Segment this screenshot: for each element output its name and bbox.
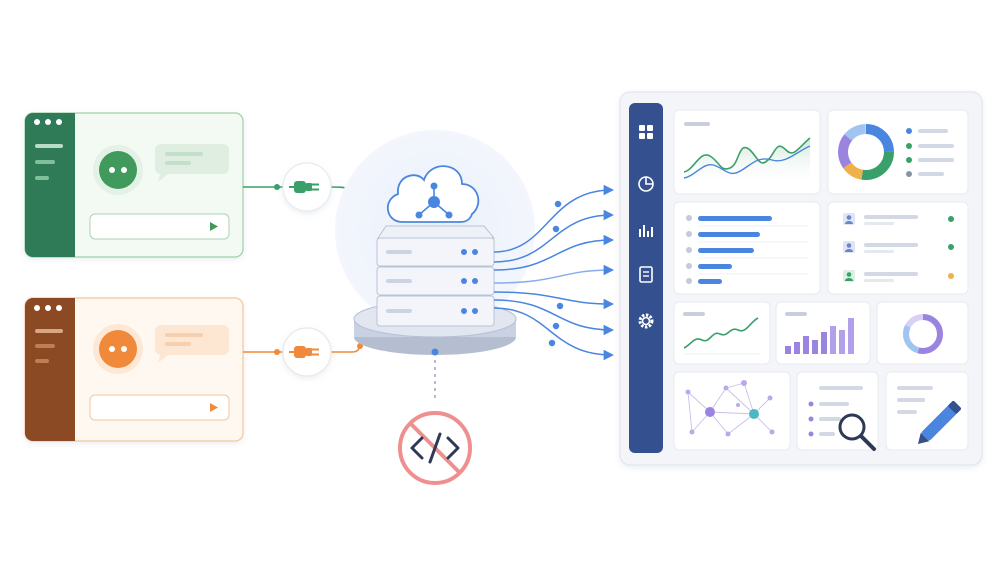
user-icon	[843, 241, 855, 253]
window-dot-icon	[56, 119, 62, 125]
user-list-widget[interactable]	[827, 201, 969, 295]
status-light-icon	[431, 348, 439, 356]
ring-chart-icon	[903, 314, 943, 354]
window-dot-icon	[45, 305, 51, 311]
no-code-icon	[398, 411, 472, 485]
grid-icon[interactable]	[639, 125, 653, 139]
sidebar-line	[35, 176, 49, 180]
network-graph-icon	[685, 380, 775, 437]
line-chart-widget[interactable]	[673, 109, 821, 195]
sparkline-icon	[683, 317, 759, 349]
send-icon[interactable]	[210, 403, 218, 412]
chat-bubble	[155, 325, 229, 363]
column-chart-widget[interactable]	[775, 301, 871, 365]
green-app-window	[24, 112, 244, 258]
chat-bubble	[155, 144, 229, 182]
sidebar-line	[35, 160, 55, 164]
orange-app-window	[24, 297, 244, 442]
chat-bot-face-icon	[93, 324, 143, 374]
window-dot-icon	[34, 305, 40, 311]
donut-chart-icon	[838, 124, 894, 180]
chat-bot-face-icon	[93, 145, 143, 195]
connector-node	[274, 349, 280, 355]
magnifier-icon[interactable]	[838, 413, 876, 451]
user-icon	[843, 270, 855, 282]
column-chart-icon	[785, 318, 854, 354]
edit-widget[interactable]	[885, 371, 969, 451]
pie-chart-icon[interactable]	[638, 176, 654, 192]
network-graph-widget[interactable]	[673, 371, 791, 451]
green-app-sidebar	[25, 113, 75, 257]
sparkline-widget[interactable]	[673, 301, 771, 365]
window-dot-icon	[45, 119, 51, 125]
sidebar-line	[35, 344, 55, 348]
message-input[interactable]	[89, 394, 230, 421]
gear-icon[interactable]	[638, 313, 654, 329]
orange-app-sidebar	[25, 298, 75, 441]
horizontal-bar-icon	[686, 215, 808, 284]
document-icon[interactable]	[639, 266, 653, 283]
plug-icon	[282, 162, 332, 212]
message-input[interactable]	[89, 213, 230, 240]
bar-chart-icon[interactable]	[639, 225, 653, 237]
sidebar-line	[35, 329, 63, 333]
server-stack-icon	[376, 225, 496, 327]
search-list-widget[interactable]	[796, 371, 879, 451]
connector-node	[274, 184, 280, 190]
sidebar-line	[35, 359, 49, 363]
plug-icon	[282, 327, 332, 377]
output-arrows	[493, 184, 615, 361]
donut-legend-widget[interactable]	[827, 109, 969, 195]
user-icon	[843, 213, 855, 225]
window-dot-icon	[56, 305, 62, 311]
bar-list-widget[interactable]	[673, 201, 821, 295]
dashboard-panel	[619, 91, 983, 466]
dashboard-sidebar	[629, 103, 663, 453]
pencil-icon[interactable]	[914, 400, 962, 448]
sidebar-line	[35, 144, 63, 148]
send-icon[interactable]	[210, 222, 218, 231]
cloud-network-icon	[387, 165, 480, 223]
window-dot-icon	[34, 119, 40, 125]
line-chart-icon	[683, 137, 811, 173]
ring-widget[interactable]	[876, 301, 969, 365]
